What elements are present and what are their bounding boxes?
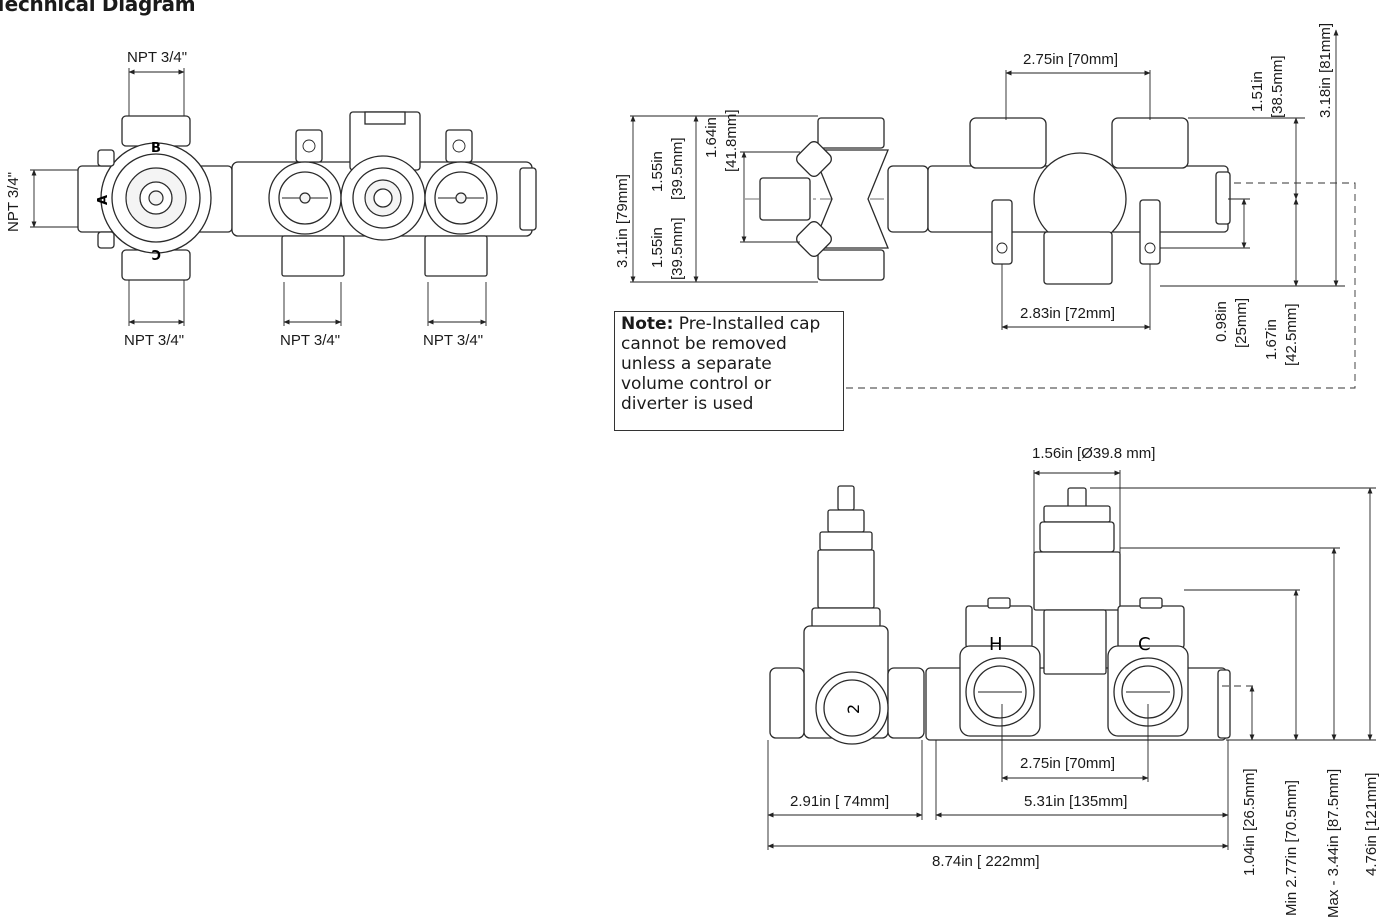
front-view: 1.56in [Ø39.8 mm] 2 H C (767, 445, 1379, 918)
page-title: Technical Diagram (0, 0, 196, 16)
npt-left-label: NPT 3/4" (5, 172, 22, 232)
dim-height-2: Min 2.77in [70.5mm] (1283, 780, 1300, 916)
dim-total-width: 8.74in [ 222mm] (932, 853, 1040, 870)
dim-left-width: 2.91in [ 74mm] (790, 793, 889, 810)
port-c-label: C (151, 246, 161, 261)
note-label: Note: (621, 314, 674, 334)
dim-right-mid-in: 1.67in (1263, 319, 1280, 360)
dim-height-3: Max - 3.44in [87.5mm] (1325, 769, 1342, 918)
dim-port-in: 1.64in (703, 117, 720, 158)
dim-right-total: 3.18in [81mm] (1317, 23, 1334, 118)
dim-port-mm: [41.8mm] (723, 109, 740, 172)
npt-bottom-label-2: NPT 3/4" (280, 332, 340, 349)
dim-bottom-spacing: 2.83in [72mm] (1020, 305, 1115, 322)
dim-height-4: 4.76in [121mm] (1363, 773, 1379, 876)
dim-upper-half-in: 1.55in (649, 151, 666, 192)
dim-height-1: 1.04in [26.5mm] (1241, 768, 1258, 876)
note-box: Note: Pre-Installed cap cannot be remove… (614, 311, 844, 431)
cold-label: C (1138, 634, 1151, 655)
dim-top-spacing: 2.75in [70mm] (1023, 51, 1118, 68)
hot-label: H (989, 634, 1003, 655)
left-valve-view: NPT 3/4" NPT 3/4" B A C (5, 49, 537, 349)
npt-bottom-label-3: NPT 3/4" (423, 332, 483, 349)
npt-bottom-label-1: NPT 3/4" (124, 332, 184, 349)
dim-upper-half-mm: [39.5mm] (669, 137, 686, 200)
dim-right-mid-mm: [42.5mm] (1283, 303, 1300, 366)
dim-body-width: 5.31in [135mm] (1024, 793, 1127, 810)
dim-right-lower-in: 0.98in (1213, 301, 1230, 342)
note-text: Pre-Installed cap cannot be removed unle… (621, 314, 821, 414)
port-b-label: B (151, 141, 161, 156)
dim-total-height: 3.11in [79mm] (614, 174, 631, 268)
dim-inner-spacing: 2.75in [70mm] (1020, 755, 1115, 772)
dim-lower-half-mm: [39.5mm] (669, 217, 686, 280)
top-view: 2.75in [70mm] 2.83in [72mm] 3.11in [79mm… (614, 23, 1356, 389)
dim-lower-half-in: 1.55in (649, 227, 666, 268)
npt-top-label: NPT 3/4" (127, 49, 187, 66)
dim-cap-diameter: 1.56in [Ø39.8 mm] (1032, 445, 1155, 462)
dim-right-upper-mm: [38.5mm] (1269, 55, 1286, 118)
svg-text:2: 2 (844, 704, 863, 714)
dim-right-upper-in: 1.51in (1249, 71, 1266, 112)
port-a-label: A (96, 195, 111, 205)
dim-right-lower-mm: [25mm] (1233, 298, 1250, 348)
